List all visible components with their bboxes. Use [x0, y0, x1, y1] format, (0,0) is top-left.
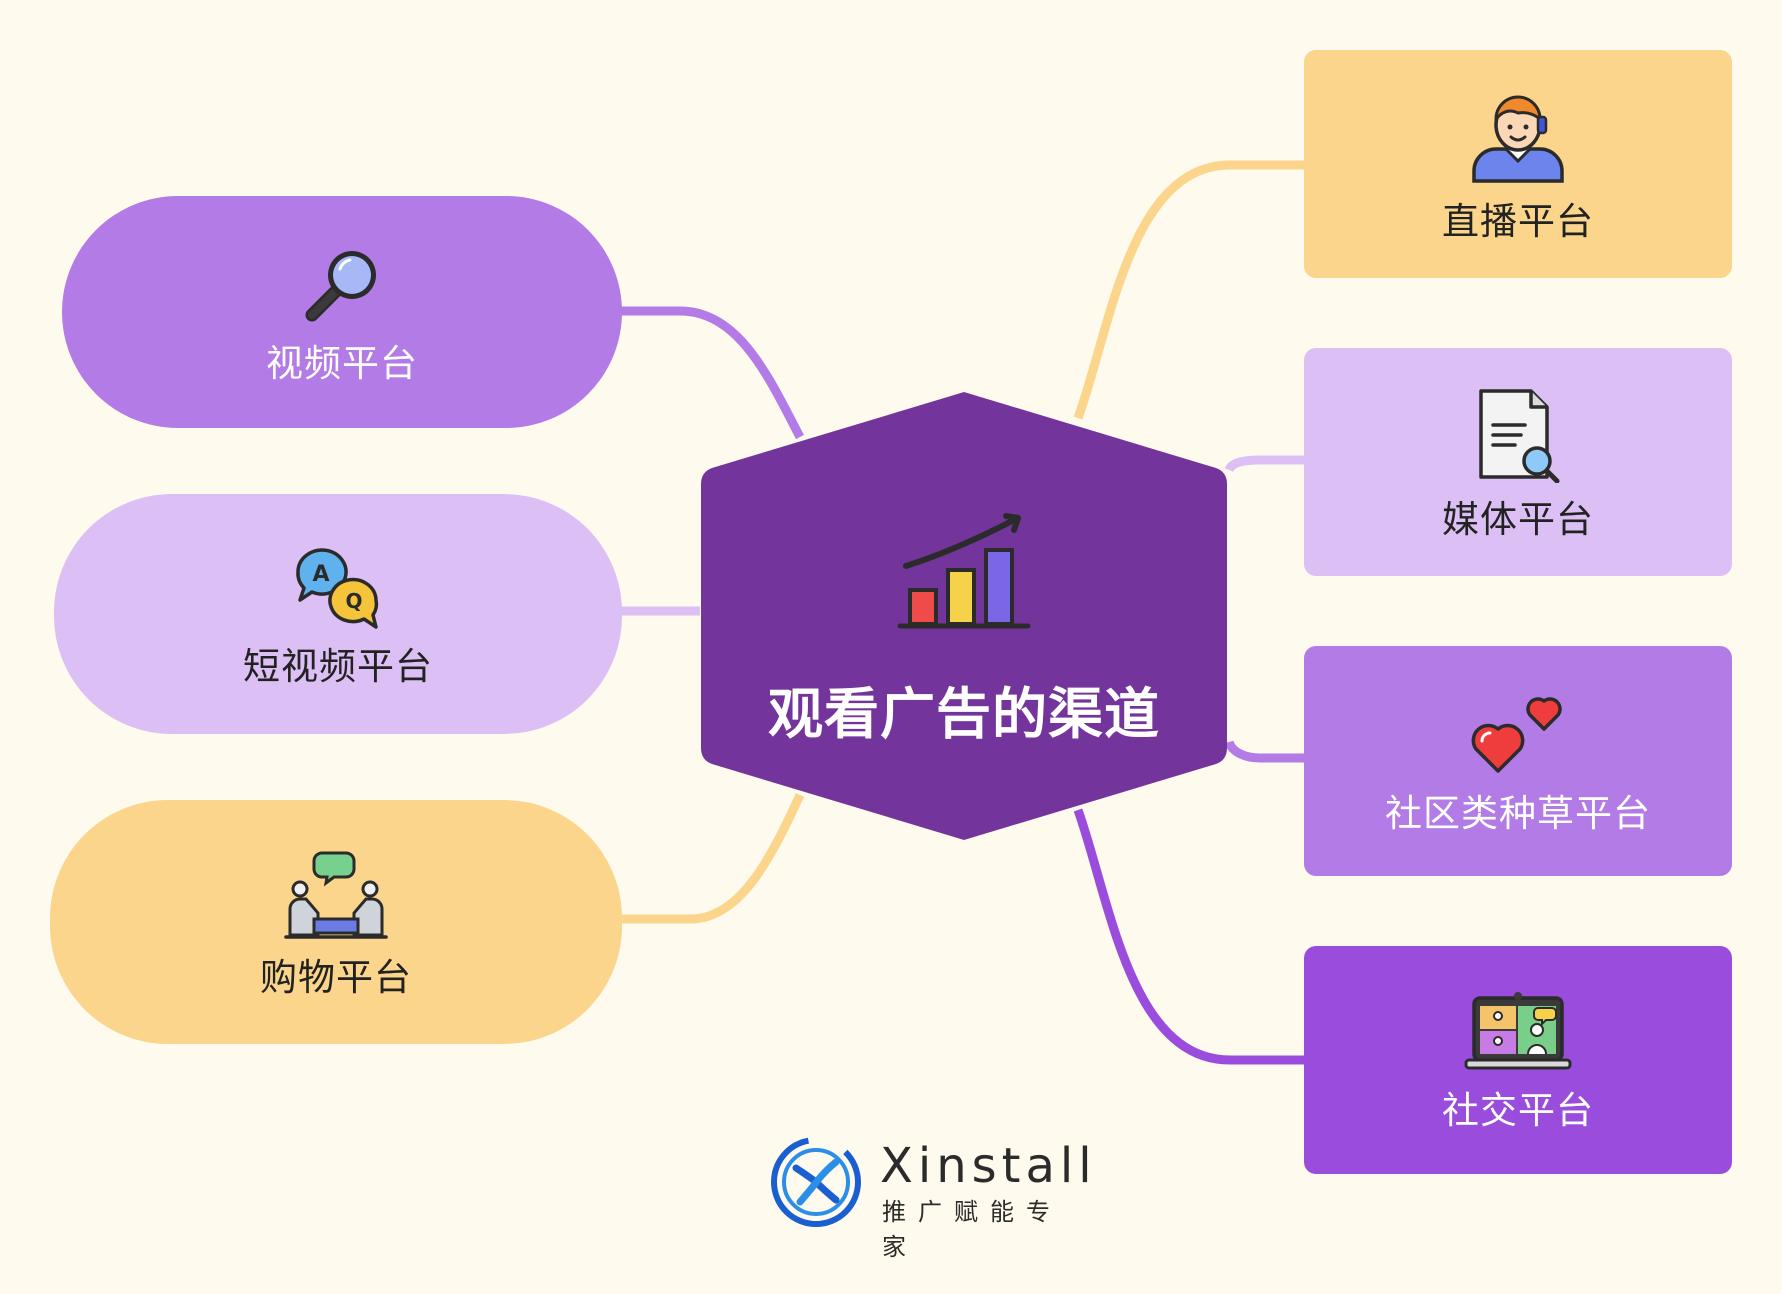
- video-call-icon: [1464, 991, 1572, 1069]
- node-label: 购物平台: [260, 955, 412, 999]
- connector-media: [1224, 455, 1304, 473]
- node-community-platform: 社区类种草平台: [1304, 646, 1732, 876]
- node-label: 视频平台: [266, 341, 418, 385]
- node-label: 社区类种草平台: [1385, 791, 1651, 835]
- connector-live: [1073, 160, 1304, 420]
- magnifier-icon: [305, 250, 376, 321]
- hearts-icon: [1471, 696, 1562, 773]
- brand-logo: Xinstall 推广赋能专家: [766, 1132, 1097, 1261]
- center-node: 观看广告的渠道: [697, 386, 1231, 846]
- node-live-platform: 直播平台: [1304, 50, 1732, 278]
- connector-shopping: [620, 793, 805, 924]
- node-video-platform: 视频平台: [62, 196, 622, 428]
- meeting-icon: [284, 851, 388, 939]
- node-social-platform: 社交平台: [1304, 946, 1732, 1174]
- node-short-video-platform: A Q 短视频平台: [54, 494, 622, 734]
- xinstall-logo-icon: [771, 1137, 861, 1227]
- node-label: 社交平台: [1442, 1088, 1594, 1132]
- connector-video: [620, 306, 804, 440]
- headset-person-icon: [1472, 95, 1564, 183]
- node-label: 媒体平台: [1442, 497, 1594, 541]
- connector-social: [1073, 808, 1304, 1065]
- document-search-icon: [1479, 388, 1560, 483]
- brand-name: Xinstall: [880, 1138, 1097, 1194]
- svg-text:Q: Q: [345, 589, 362, 613]
- growth-chart-icon: [897, 513, 1031, 629]
- node-shopping-platform: 购物平台: [50, 800, 622, 1044]
- node-label: 直播平台: [1442, 199, 1594, 243]
- qa-bubbles-icon: A Q: [296, 547, 379, 629]
- center-title: 观看广告的渠道: [767, 682, 1160, 746]
- node-media-platform: 媒体平台: [1304, 348, 1732, 576]
- connector-community: [1224, 740, 1304, 763]
- node-label: 短视频平台: [243, 644, 433, 688]
- brand-tagline: 推广赋能专家: [882, 1198, 1062, 1261]
- svg-text:A: A: [312, 562, 329, 587]
